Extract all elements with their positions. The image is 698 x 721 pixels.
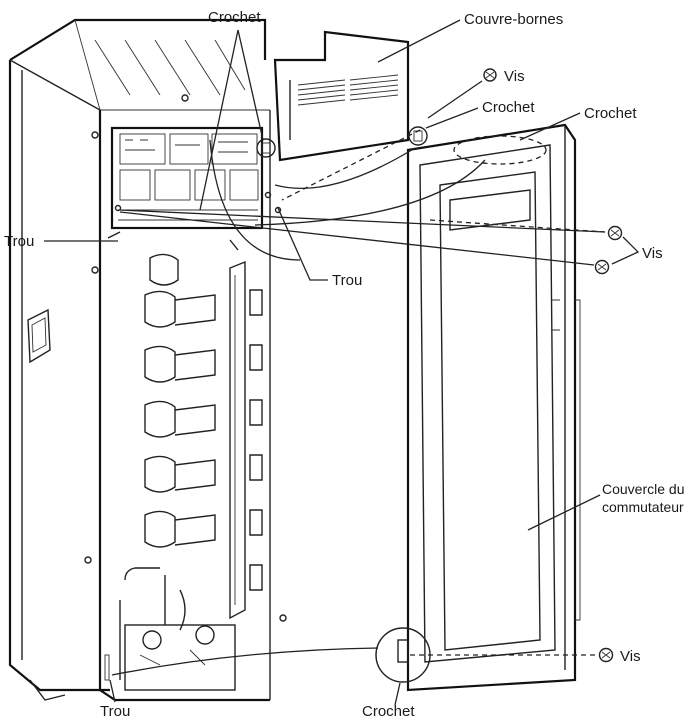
label-couvercle-line1: Couvercle du bbox=[602, 481, 685, 497]
leader-lines bbox=[44, 19, 640, 706]
piping-assembly bbox=[104, 253, 263, 691]
label-trou-left: Trou bbox=[4, 233, 34, 250]
switch-cover bbox=[375, 123, 581, 692]
label-couvercle-line2: commutateur bbox=[602, 499, 684, 515]
label-vis-top: Vis bbox=[504, 68, 525, 85]
label-trou-bottom: Trou bbox=[100, 703, 130, 720]
valve-row bbox=[144, 253, 263, 591]
label-crochet-right: Crochet bbox=[584, 105, 637, 122]
label-crochet-mid: Crochet bbox=[482, 99, 535, 116]
label-trou-mid: Trou bbox=[332, 272, 362, 289]
hook-ellipse-top bbox=[453, 135, 547, 165]
screw-bottom bbox=[598, 647, 614, 663]
hook-circle-switch-top bbox=[408, 126, 428, 146]
screw-right-lower bbox=[594, 259, 610, 275]
label-vis-bottom: Vis bbox=[620, 648, 641, 665]
outdoor-unit-body bbox=[8, 18, 287, 702]
terminal-cover bbox=[256, 30, 410, 162]
electrical-box bbox=[107, 126, 282, 251]
hook-circle-terminal-left bbox=[256, 138, 276, 158]
screw-top bbox=[483, 68, 497, 82]
screw-right-upper bbox=[607, 225, 623, 241]
label-crochet-top: Crochet bbox=[208, 9, 261, 26]
label-crochet-bottom: Crochet bbox=[362, 703, 415, 720]
label-vis-right: Vis bbox=[642, 245, 663, 262]
label-couvre-bornes: Couvre-bornes bbox=[464, 11, 563, 28]
